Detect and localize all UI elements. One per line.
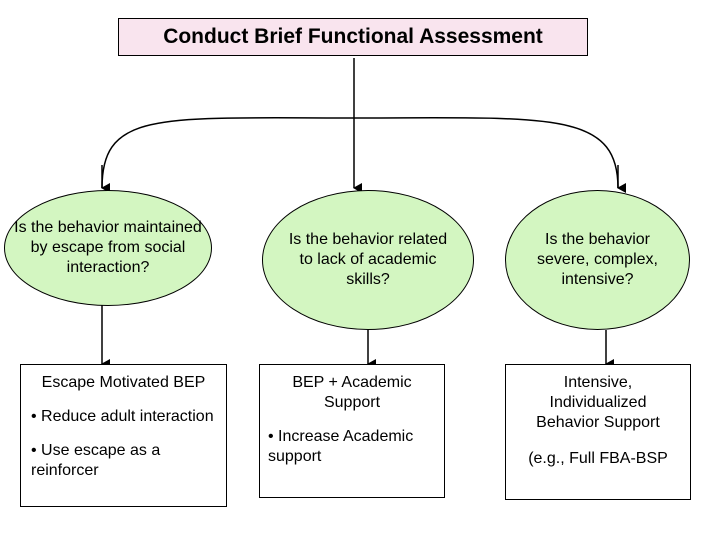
assessment-title-box: Conduct Brief Functional Assessment	[118, 18, 588, 56]
outcome-academic-heading: BEP + Academic Support	[292, 374, 412, 411]
outcome-academic-bullet-1: • Increase Academic support	[268, 428, 414, 465]
outcome-academic-box: BEP + Academic Support • Increase Academ…	[259, 364, 445, 498]
outcome-intensive-heading: Intensive, Individualized Behavior Suppo…	[536, 374, 660, 431]
question-severe-ellipse: Is the behavior severe, complex, intensi…	[505, 190, 690, 330]
branch-arc	[101, 117, 619, 189]
question-academic-text: Is the behavior related to lack of acade…	[288, 231, 448, 288]
outcome-intensive-box: Intensive, Individualized Behavior Suppo…	[505, 364, 691, 500]
outcome-intensive-note: (e.g., Full FBA-BSP	[528, 450, 668, 467]
question-severe-text: Is the behavior severe, complex, intensi…	[537, 231, 658, 288]
outcome-escape-box: Escape Motivated BEP • Reduce adult inte…	[20, 364, 227, 507]
question-escape-ellipse: Is the behavior maintained by escape fro…	[4, 190, 212, 306]
assessment-title: Conduct Brief Functional Assessment	[163, 25, 543, 48]
outcome-escape-bullet-1: • Reduce adult interaction	[31, 408, 214, 425]
question-escape-text: Is the behavior maintained by escape fro…	[14, 219, 202, 276]
outcome-escape-bullet-2: • Use escape as a reinforcer	[31, 442, 161, 479]
question-academic-ellipse: Is the behavior related to lack of acade…	[262, 190, 474, 330]
outcome-escape-heading: Escape Motivated BEP	[41, 374, 206, 391]
